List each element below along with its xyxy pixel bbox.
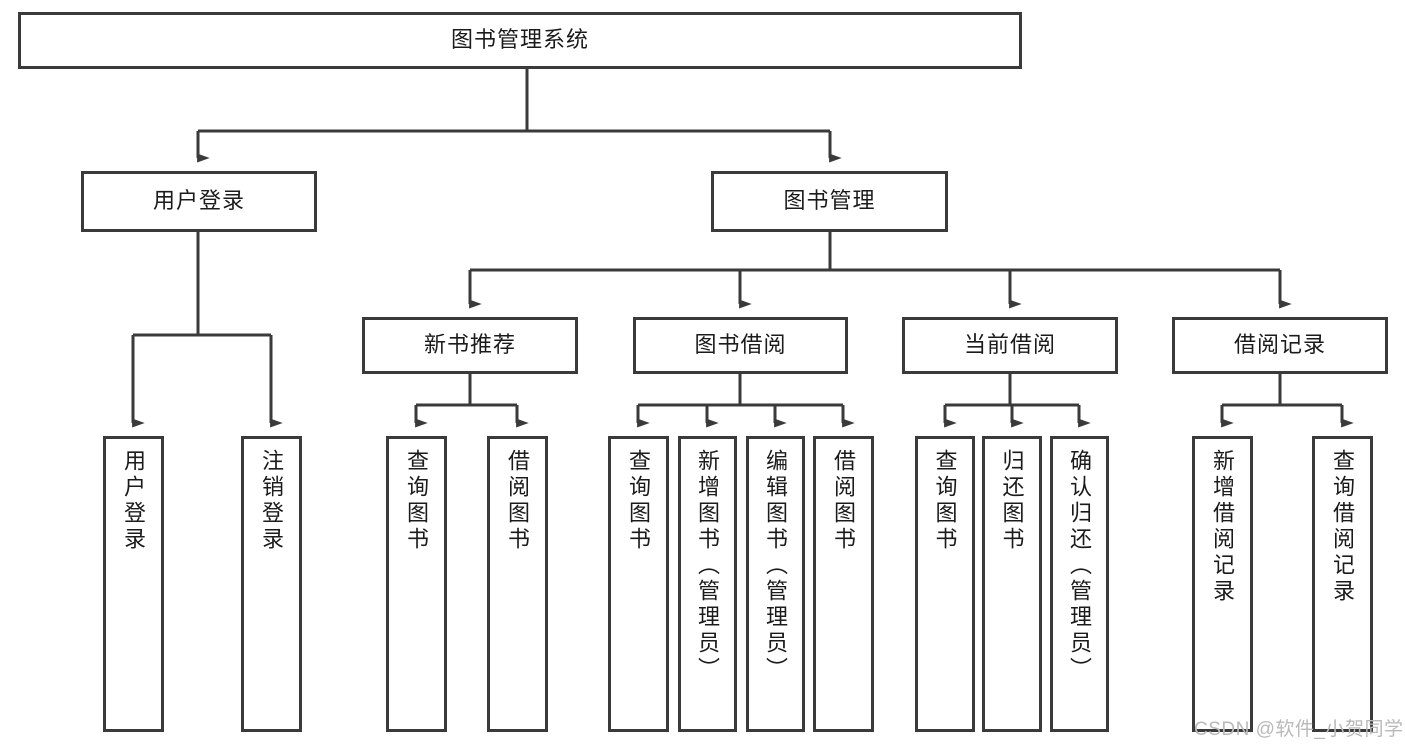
node-leaf-borrow-edit-book[interactable]: 编辑图书（管理员）	[746, 436, 805, 732]
node-leaf-current-query-book[interactable]: 查询图书	[915, 436, 975, 732]
node-root-label: 图书管理系统	[450, 27, 589, 53]
node-leaf-borrow-query-book-label: 查询图书	[626, 449, 652, 553]
node-leaf-user-login-label: 用户登录	[121, 449, 147, 553]
node-leaf-borrow-edit-book-label: 编辑图书（管理员）	[763, 449, 789, 683]
node-leaf-record-query-label: 查询借阅记录	[1330, 449, 1356, 605]
node-leaf-current-confirm-return[interactable]: 确认归还（管理员）	[1050, 436, 1109, 732]
node-new-book-rec-label: 新书推荐	[423, 332, 516, 358]
node-leaf-borrow-lend-book[interactable]: 借阅图书	[813, 436, 874, 732]
node-leaf-current-return-book-label: 归还图书	[999, 449, 1025, 553]
node-leaf-rec-query-book-label: 查询图书	[404, 449, 430, 553]
node-leaf-borrow-add-book-label: 新增图书（管理员）	[695, 449, 721, 683]
node-borrow-record[interactable]: 借阅记录	[1172, 317, 1388, 374]
node-leaf-current-query-book-label: 查询图书	[932, 449, 958, 553]
node-new-book-rec[interactable]: 新书推荐	[362, 317, 578, 374]
node-leaf-borrow-lend-book-label: 借阅图书	[831, 449, 857, 553]
node-leaf-user-logout[interactable]: 注销登录	[241, 436, 302, 732]
node-leaf-rec-borrow-book-label: 借阅图书	[505, 449, 531, 553]
node-borrow-record-label: 借阅记录	[1233, 332, 1326, 358]
node-book-manage[interactable]: 图书管理	[711, 171, 948, 232]
node-current-borrow[interactable]: 当前借阅	[902, 317, 1118, 374]
node-book-manage-label: 图书管理	[783, 188, 876, 214]
node-leaf-current-return-book[interactable]: 归还图书	[982, 436, 1042, 732]
node-leaf-borrow-add-book[interactable]: 新增图书（管理员）	[678, 436, 737, 732]
node-leaf-rec-query-book[interactable]: 查询图书	[386, 436, 447, 732]
node-user-login-label: 用户登录	[152, 188, 245, 214]
node-leaf-user-login[interactable]: 用户登录	[103, 436, 164, 732]
node-leaf-record-add[interactable]: 新增借阅记录	[1192, 436, 1253, 732]
node-current-borrow-label: 当前借阅	[963, 332, 1056, 358]
node-leaf-rec-borrow-book[interactable]: 借阅图书	[487, 436, 548, 732]
node-leaf-user-logout-label: 注销登录	[259, 449, 285, 553]
node-leaf-record-add-label: 新增借阅记录	[1210, 449, 1236, 605]
node-root[interactable]: 图书管理系统	[18, 12, 1022, 69]
node-leaf-record-query[interactable]: 查询借阅记录	[1312, 436, 1373, 732]
node-leaf-borrow-query-book[interactable]: 查询图书	[608, 436, 669, 732]
node-book-borrow-label: 图书借阅	[694, 332, 787, 358]
csdn-watermark: CSDN @软件_小贺同学	[1194, 719, 1404, 740]
node-book-borrow[interactable]: 图书借阅	[633, 317, 848, 374]
node-leaf-current-confirm-return-label: 确认归还（管理员）	[1067, 449, 1093, 683]
node-user-login[interactable]: 用户登录	[81, 171, 317, 232]
